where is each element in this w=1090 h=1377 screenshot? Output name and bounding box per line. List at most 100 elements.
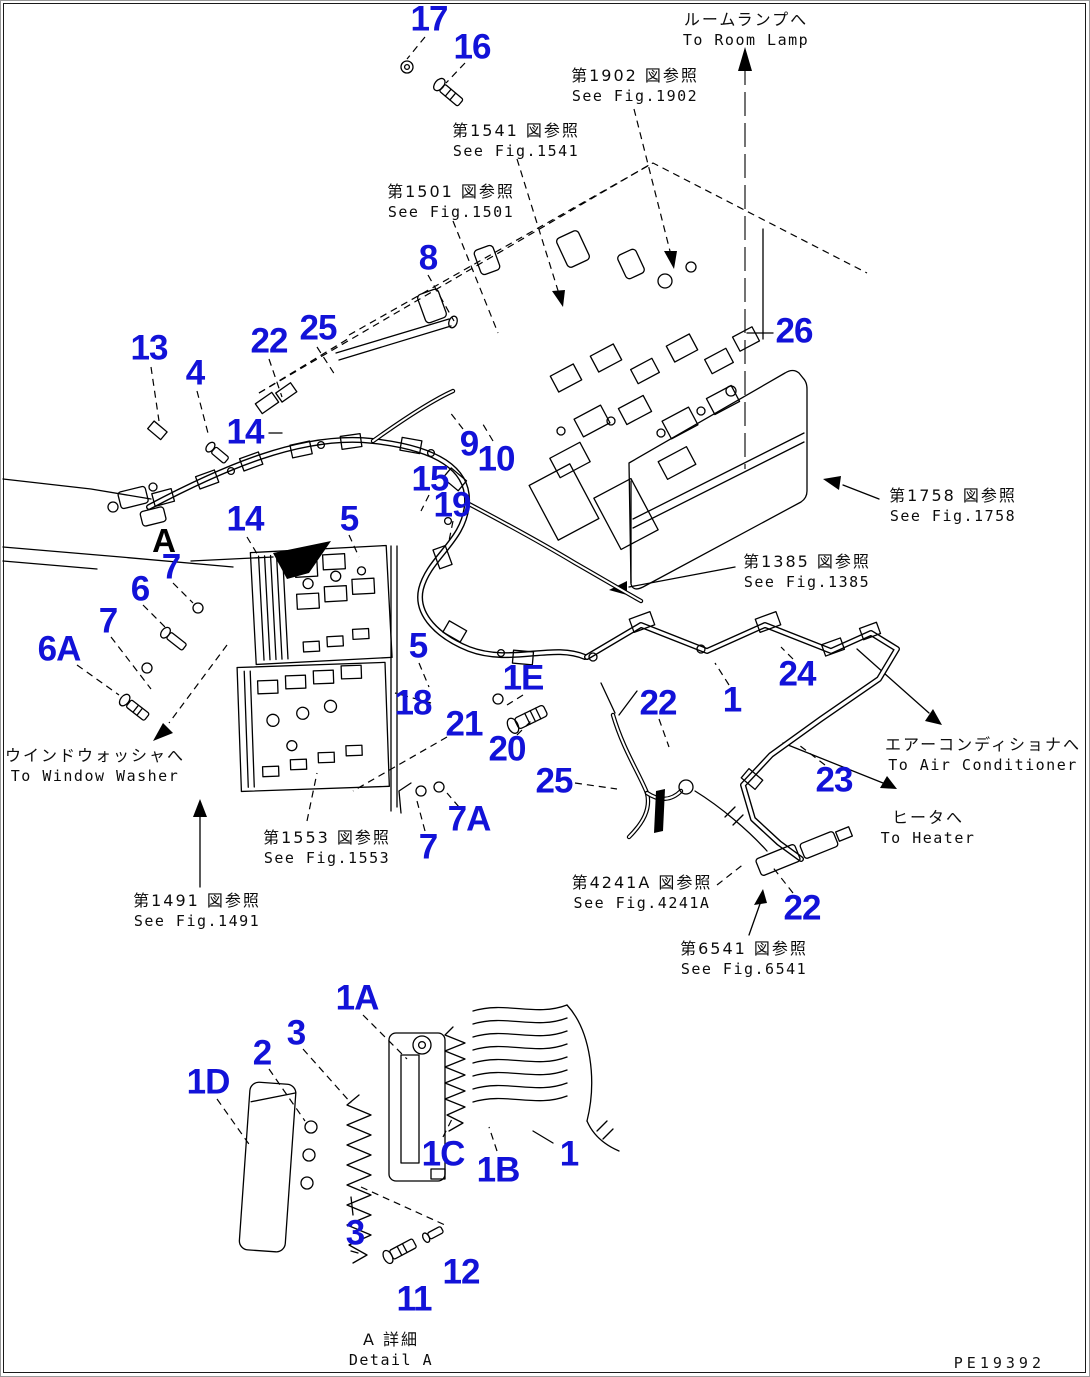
relay-boxes bbox=[417, 230, 761, 551]
part-callout-6a: 6A bbox=[37, 629, 82, 669]
figure-reference-en: See Fig.1902 bbox=[571, 87, 699, 105]
figure-reference: ヒータへ To Heater bbox=[881, 807, 976, 849]
figure-reference-jp: ヒータへ bbox=[891, 808, 964, 827]
figure-reference-en: See Fig.6541 bbox=[680, 960, 808, 978]
figure-reference-jp: 第1902 図参照 bbox=[571, 66, 699, 85]
part-callout-1a: 1A bbox=[335, 978, 380, 1018]
figure-reference-en: See Fig.1758 bbox=[889, 507, 1017, 525]
drawing-number: PE19392 bbox=[953, 1354, 1045, 1372]
figure-reference: 第1501 図参照 See Fig.1501 bbox=[387, 181, 515, 223]
part-callout-17: 17 bbox=[410, 0, 449, 39]
figure-reference: 第1385 図参照 See Fig.1385 bbox=[743, 551, 871, 593]
harness-trunk bbox=[146, 388, 644, 666]
figure-reference-en: To Air Conditioner bbox=[888, 756, 1078, 774]
part-callout-3: 3 bbox=[345, 1213, 365, 1253]
part-callout-18: 18 bbox=[394, 683, 433, 723]
figure-reference: 第4241A 図参照 See Fig.4241A bbox=[572, 872, 713, 914]
figure-reference-en: See Fig.4241A bbox=[573, 894, 711, 912]
part-callout-1: 1 bbox=[722, 680, 742, 720]
part-callout-1b: 1B bbox=[476, 1150, 521, 1190]
figure-reference-jp: 第1491 図参照 bbox=[133, 891, 261, 910]
figure-reference-en: See Fig.1553 bbox=[263, 849, 391, 867]
figure-reference: A 詳細 Detail A bbox=[349, 1329, 433, 1371]
section-arrow bbox=[190, 541, 331, 579]
part-callout-3: 3 bbox=[286, 1013, 306, 1053]
figure-reference: エアーコンディショナへ To Air Conditioner bbox=[885, 734, 1081, 776]
part-callout-22: 22 bbox=[783, 888, 822, 928]
figure-reference-jp: 第1541 図参照 bbox=[452, 121, 580, 140]
part-callout-10: 10 bbox=[477, 439, 516, 479]
part-callout-2: 2 bbox=[252, 1033, 272, 1073]
dashed-outline bbox=[258, 162, 868, 394]
part-callout-8: 8 bbox=[418, 238, 438, 278]
part-callout-7: 7 bbox=[161, 547, 181, 587]
part-callout-5: 5 bbox=[408, 626, 428, 666]
leader-lines bbox=[76, 36, 942, 936]
part-callout-4: 4 bbox=[185, 353, 205, 393]
panel-edge bbox=[390, 545, 398, 812]
figure-reference-jp: 第6541 図参照 bbox=[680, 939, 808, 958]
figure-reference-jp: 第1758 図参照 bbox=[889, 486, 1017, 505]
figure-reference-en: To Room Lamp bbox=[682, 31, 810, 49]
part-callout-1c: 1C bbox=[421, 1134, 466, 1174]
part-callout-20: 20 bbox=[488, 729, 527, 769]
detail-a-parts bbox=[216, 1004, 620, 1265]
figure-reference-jp: 第4241A 図参照 bbox=[571, 873, 713, 892]
cab-panel bbox=[628, 369, 808, 590]
valve-block-upper bbox=[249, 544, 393, 666]
left-cluster bbox=[2, 315, 458, 570]
part-callout-14: 14 bbox=[226, 499, 265, 539]
screw-parts-top bbox=[400, 60, 464, 107]
valve-block-lower bbox=[236, 661, 390, 793]
harness-right bbox=[584, 611, 900, 862]
figure-reference: ルームランプへ To Room Lamp bbox=[683, 9, 809, 51]
part-callout-19: 19 bbox=[433, 485, 472, 525]
figure-reference-jp: ウインドウォッシャへ bbox=[4, 746, 186, 765]
part-callout-15: 15 bbox=[411, 459, 450, 499]
part-callout-1e: 1E bbox=[502, 658, 545, 698]
part-callout-12: 12 bbox=[442, 1252, 481, 1292]
figure-reference: 第1902 図参照 See Fig.1902 bbox=[571, 65, 699, 107]
figure-reference: 第1553 図参照 See Fig.1553 bbox=[263, 827, 391, 869]
figure-reference-en: To Window Washer bbox=[10, 767, 180, 785]
figure-reference-en: See Fig.1385 bbox=[743, 573, 871, 591]
figure-reference-en: See Fig.1491 bbox=[133, 912, 261, 930]
figure-reference: 第6541 図参照 See Fig.6541 bbox=[680, 938, 808, 980]
figure-reference: 第1758 図参照 See Fig.1758 bbox=[889, 485, 1017, 527]
figure-reference-en: See Fig.1501 bbox=[387, 203, 515, 221]
part-callout-7: 7 bbox=[98, 601, 118, 641]
part-callout-14: 14 bbox=[226, 412, 265, 452]
figure-reference-jp: エアーコンディショナへ bbox=[885, 735, 1081, 754]
part-callout-11: 11 bbox=[396, 1279, 433, 1319]
part-callout-23: 23 bbox=[815, 760, 854, 800]
bolt-parts bbox=[118, 602, 548, 814]
figure-reference: 第1541 図参照 See Fig.1541 bbox=[452, 120, 580, 162]
figure-reference-en: Detail A bbox=[348, 1351, 434, 1369]
figure-reference-en: To Heater bbox=[880, 829, 976, 847]
figure-reference-jp: 第1385 図参照 bbox=[743, 552, 871, 571]
figure-reference-en: See Fig.1541 bbox=[452, 142, 580, 160]
section-marker-a: A bbox=[152, 522, 176, 559]
part-callout-5: 5 bbox=[339, 499, 359, 539]
part-callout-7a: 7A bbox=[447, 799, 492, 839]
part-callout-26: 26 bbox=[775, 311, 814, 351]
figure-reference-jp: ルームランプへ bbox=[683, 10, 809, 29]
room-lamp-wire bbox=[738, 47, 774, 469]
part-callout-9: 9 bbox=[459, 424, 479, 464]
part-callout-1d: 1D bbox=[186, 1062, 231, 1102]
fork-part bbox=[600, 682, 854, 876]
part-callout-21: 21 bbox=[445, 704, 484, 744]
part-callout-25: 25 bbox=[299, 308, 338, 348]
figure-reference: 第1491 図参照 See Fig.1491 bbox=[133, 890, 261, 932]
figure-reference-jp: 第1553 図参照 bbox=[263, 828, 391, 847]
part-callout-6: 6 bbox=[130, 569, 150, 609]
part-callout-24: 24 bbox=[778, 654, 817, 694]
part-callout-16: 16 bbox=[453, 27, 492, 67]
figure-reference-jp: 第1501 図参照 bbox=[387, 182, 515, 201]
figure-reference: ウインドウォッシャへ To Window Washer bbox=[5, 745, 185, 787]
part-callout-1: 1 bbox=[559, 1134, 579, 1174]
part-callout-22: 22 bbox=[250, 321, 289, 361]
figure-reference-jp: A 詳細 bbox=[362, 1330, 420, 1349]
